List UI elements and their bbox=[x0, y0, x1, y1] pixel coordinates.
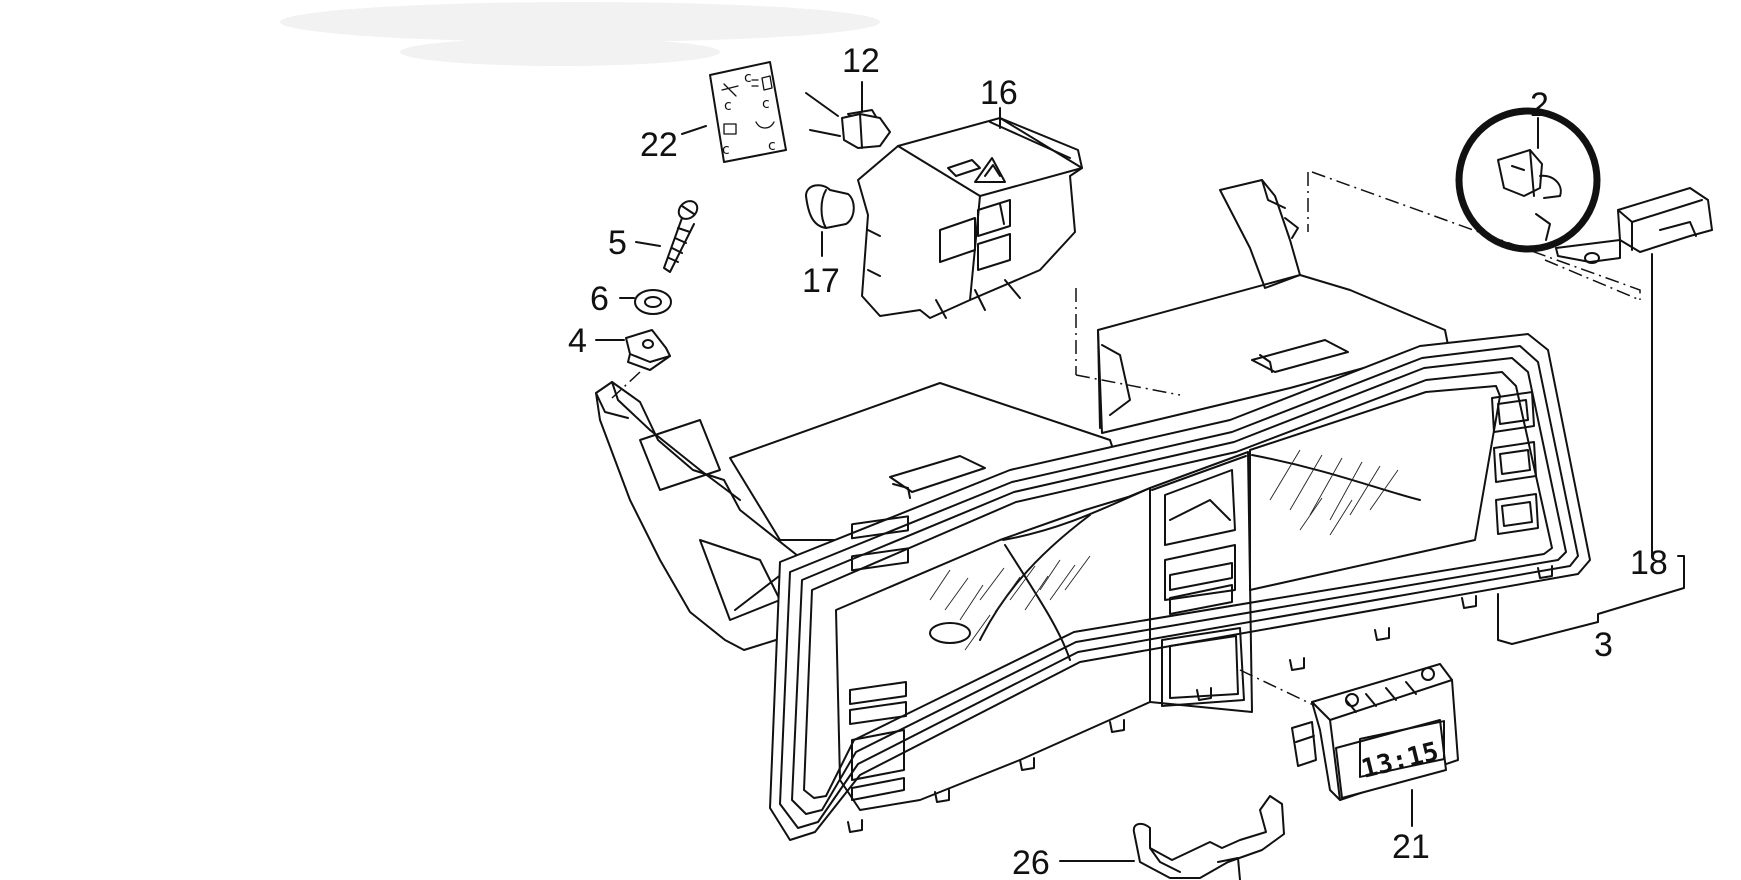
callout-22: 22 bbox=[640, 126, 678, 164]
callout-18: 18 bbox=[1630, 544, 1668, 582]
retainer-rail-part bbox=[1555, 187, 1713, 264]
warning-light-housing-part bbox=[857, 117, 1083, 319]
clip-part-highlighted bbox=[1497, 149, 1562, 241]
bezel-bottom-tabs bbox=[847, 565, 1553, 833]
callout-26: 26 bbox=[1012, 844, 1050, 880]
right-glass-hatch bbox=[1269, 449, 1399, 536]
left-glass-hatch bbox=[929, 555, 1091, 651]
callout-4: 4 bbox=[568, 322, 587, 360]
callout-5: 5 bbox=[608, 224, 627, 262]
svg-text:c: c bbox=[768, 138, 776, 154]
callout-6: 6 bbox=[590, 280, 609, 318]
svg-text:c: c bbox=[762, 96, 770, 112]
screw-part bbox=[663, 200, 699, 273]
callout-2: 2 bbox=[1530, 86, 1549, 124]
callout-17: 17 bbox=[802, 262, 840, 300]
clip-nut-part bbox=[625, 329, 671, 371]
callout-3: 3 bbox=[1594, 626, 1613, 664]
svg-text:c: c bbox=[724, 98, 732, 114]
svg-text:c: c bbox=[744, 70, 752, 86]
callout-21: 21 bbox=[1392, 828, 1430, 866]
instrument-cluster-housing bbox=[595, 179, 1591, 841]
callout-12: 12 bbox=[842, 42, 880, 80]
callout-labels: 12 16 22 5 6 4 17 2 18 3 21 26 bbox=[568, 42, 1668, 880]
bracket-26-part bbox=[1132, 795, 1285, 880]
alignment-lines bbox=[611, 171, 1641, 721]
clock-module-part: 13:15 bbox=[1291, 663, 1459, 801]
bulb-part bbox=[805, 92, 891, 149]
bulb-17-part bbox=[805, 184, 855, 229]
scan-smudge bbox=[280, 2, 880, 66]
callout-16: 16 bbox=[980, 74, 1018, 112]
svg-text:c: c bbox=[722, 142, 730, 158]
leader-lines bbox=[595, 81, 1685, 862]
highlight-circle bbox=[1455, 107, 1601, 253]
symbol-plate-part: c c c c c bbox=[709, 61, 787, 163]
washer-part bbox=[634, 289, 672, 315]
